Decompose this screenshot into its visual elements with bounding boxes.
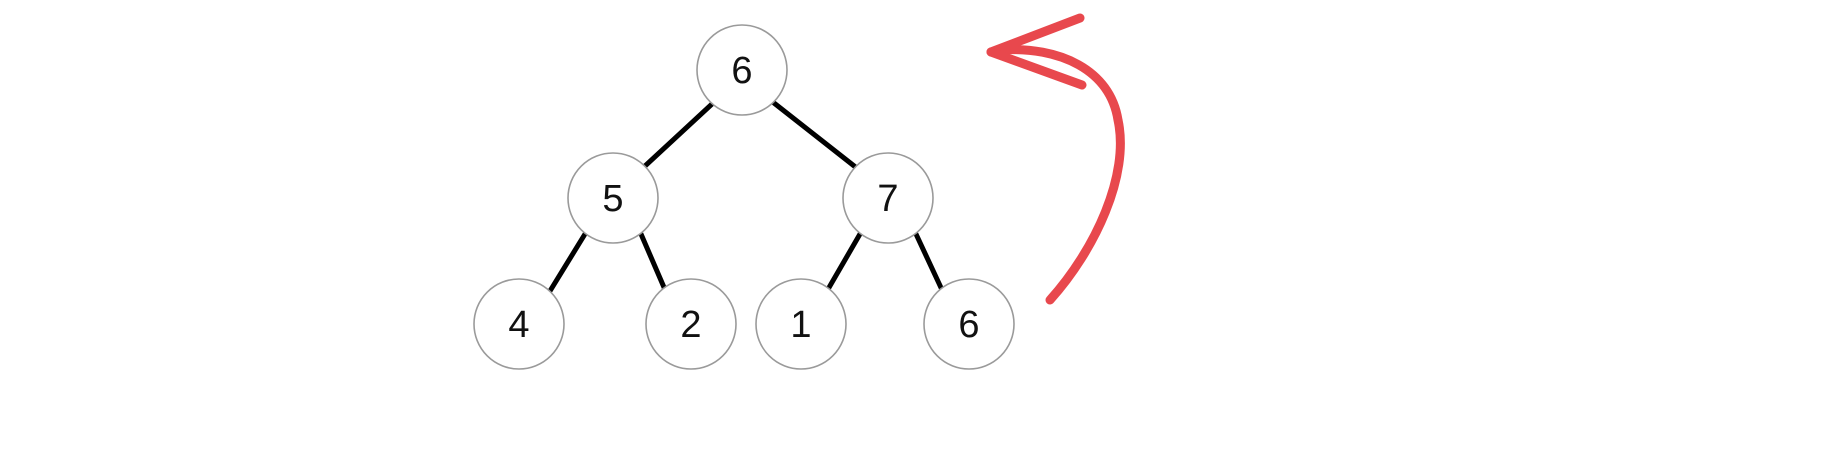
tree-edge-n5-n4 bbox=[547, 231, 588, 294]
annotation-group bbox=[986, 13, 1125, 305]
tree-edge-n5-n2 bbox=[638, 231, 669, 295]
tree-node-n1[interactable]: 1 bbox=[755, 278, 847, 370]
tree-edge-root-n7 bbox=[771, 100, 861, 172]
node-circle-n5 bbox=[567, 152, 659, 244]
node-circle-n4 bbox=[473, 278, 565, 370]
tree-edge-n7-n1 bbox=[824, 231, 863, 294]
node-label-n5: 5 bbox=[602, 178, 623, 220]
node-label-n2: 2 bbox=[680, 304, 701, 346]
node-circle-n7 bbox=[842, 152, 934, 244]
arrow-head-lower-icon bbox=[986, 47, 1087, 90]
arrow-curve-icon bbox=[987, 45, 1125, 305]
tree-nodes-group: 6 5 7 4 2 1 6 bbox=[473, 24, 1015, 370]
tree-edge-n7-n6b bbox=[913, 231, 946, 295]
node-label-n1: 1 bbox=[790, 304, 811, 346]
node-circle-root bbox=[696, 24, 788, 116]
node-label-n6b: 6 bbox=[958, 304, 979, 346]
node-label-root: 6 bbox=[731, 50, 752, 92]
tree-edges-group bbox=[547, 100, 946, 295]
tree-node-n4[interactable]: 4 bbox=[473, 278, 565, 370]
node-circle-n2 bbox=[645, 278, 737, 370]
tree-node-n2[interactable]: 2 bbox=[645, 278, 737, 370]
tree-edge-root-n5 bbox=[642, 101, 715, 169]
node-label-n7: 7 bbox=[877, 178, 898, 220]
arrow-head-upper-icon bbox=[986, 13, 1085, 57]
tree-node-n5[interactable]: 5 bbox=[567, 152, 659, 244]
node-circle-n1 bbox=[755, 278, 847, 370]
tree-node-n7[interactable]: 7 bbox=[842, 152, 934, 244]
tree-node-root[interactable]: 6 bbox=[696, 24, 788, 116]
node-circle-n6b bbox=[923, 278, 1015, 370]
tree-node-n6b[interactable]: 6 bbox=[923, 278, 1015, 370]
node-label-n4: 4 bbox=[508, 304, 529, 346]
